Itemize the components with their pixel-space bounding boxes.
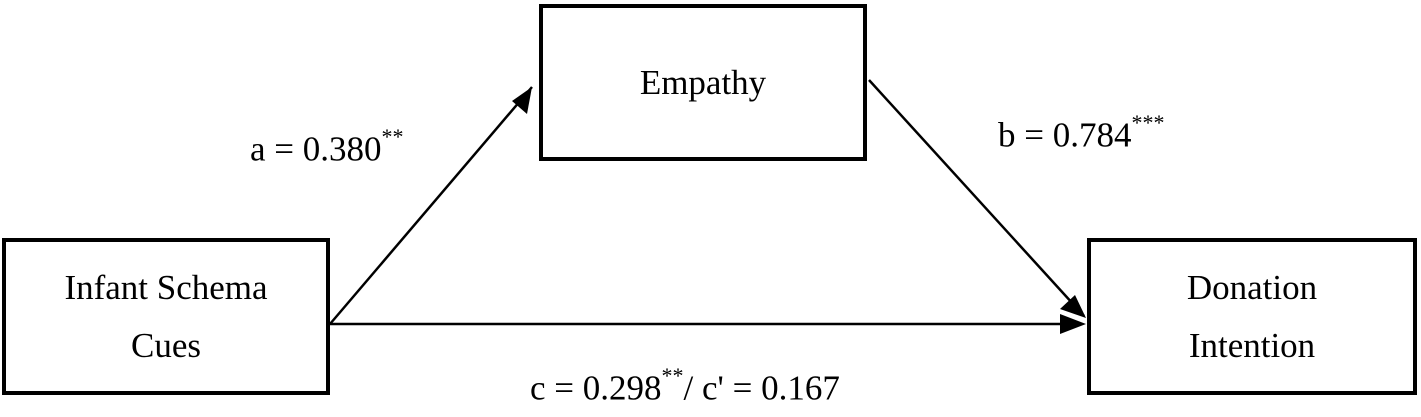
path-c-value: c = 0.298 (530, 368, 662, 408)
node-empathy: Empathy (539, 4, 867, 161)
path-b-stars: *** (1131, 110, 1165, 135)
node-donation-intention: Donation Intention (1087, 238, 1417, 395)
arrowhead-a (512, 87, 532, 114)
path-c-direct-value: / c' = 0.167 (683, 368, 840, 408)
node-donation-line-2: Intention (1188, 325, 1316, 365)
path-c-stars: ** (661, 363, 684, 388)
path-c-label: c = 0.298**/ c' = 0.167 (530, 363, 840, 409)
node-infant-schema-cues: Infant Schema Cues (2, 238, 330, 395)
node-empathy-line-1: Empathy (639, 62, 767, 102)
path-b-label: b = 0.784*** (998, 110, 1165, 156)
node-donation-line-1: Donation (1186, 267, 1318, 307)
arrowhead-c (1060, 314, 1086, 334)
node-infant-line-2: Cues (131, 325, 201, 365)
path-a-stars: ** (381, 124, 404, 149)
node-infant-line-1: Infant Schema (64, 267, 268, 307)
arrowhead-b (1060, 295, 1086, 318)
path-a-label: a = 0.380** (250, 124, 404, 170)
path-a-value: a = 0.380 (250, 129, 382, 169)
arrow-a (329, 86, 533, 325)
path-b-value: b = 0.784 (998, 115, 1132, 155)
arrow-b (868, 79, 1085, 317)
